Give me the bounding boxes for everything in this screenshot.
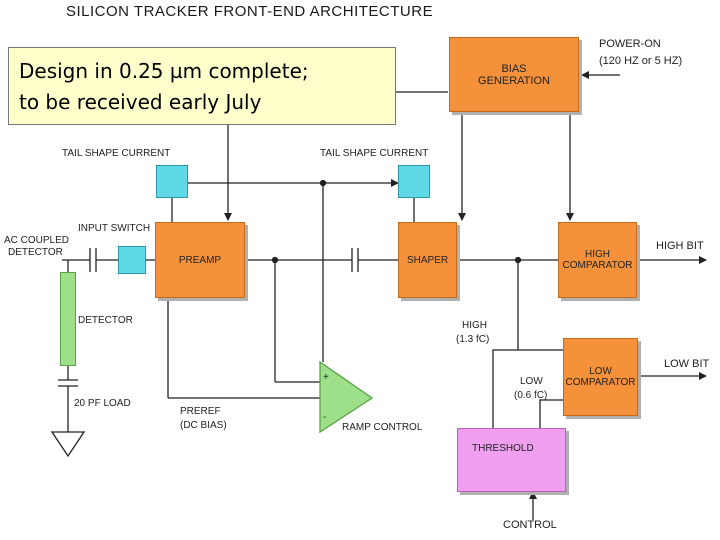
status-note: Design in 0.25 µm complete; to be receiv…: [8, 47, 396, 125]
low-charge-label: (0.6 fC): [514, 390, 548, 401]
minus-sign: -: [323, 412, 327, 423]
shaper-block: SHAPER: [398, 222, 457, 298]
tail-shape-source-left: [156, 165, 188, 198]
ramp-amp-triangle: [319, 360, 374, 434]
input-switch-block: [118, 246, 146, 274]
bias-generation-label: BIAS GENERATION: [478, 62, 550, 87]
high-threshold-label: HIGH: [462, 320, 487, 331]
threshold-label: THRESHOLD: [472, 443, 534, 454]
low-threshold-label: LOW: [520, 376, 543, 387]
page-title: SILICON TRACKER FRONT-END ARCHITECTURE: [66, 3, 434, 20]
ramp-control-label: RAMP CONTROL: [342, 422, 423, 433]
tail-shape-right-label: TAIL SHAPE CURRENT: [320, 148, 429, 159]
threshold-block: THRESHOLD: [457, 428, 566, 492]
shaper-label: SHAPER: [406, 254, 449, 266]
preamp-block: PREAMP: [155, 222, 245, 298]
plus-sign: +: [323, 372, 329, 383]
low-bit-label: LOW BIT: [664, 358, 710, 370]
high-bit-label: HIGH BIT: [656, 240, 704, 252]
bias-generation-block: BIAS GENERATION: [449, 37, 579, 112]
load-label: 20 PF LOAD: [74, 398, 131, 409]
power-on-freq-label: (120 HZ or 5 HZ): [599, 55, 683, 67]
tail-shape-left-label: TAIL SHAPE CURRENT: [62, 148, 171, 159]
control-label: CONTROL: [503, 519, 557, 531]
input-switch-label: INPUT SWITCH: [78, 223, 151, 234]
note-line-1: Design in 0.25 µm complete;: [19, 59, 309, 83]
tail-shape-source-right: [398, 165, 430, 198]
high-comparator-block: HIGH COMPARATOR: [558, 222, 637, 298]
detector-block: [60, 272, 76, 366]
preref-label: PREREF: [180, 406, 221, 417]
note-line-2: to be received early July: [19, 90, 262, 114]
power-on-label: POWER-ON: [599, 38, 661, 50]
ac-coupled-label: AC COUPLED: [4, 235, 70, 246]
high-comparator-label: HIGH COMPARATOR: [562, 249, 633, 271]
low-comparator-label: LOW COMPARATOR: [565, 366, 636, 388]
preamp-label: PREAMP: [178, 254, 222, 266]
detector-label: DETECTOR: [78, 315, 133, 326]
high-charge-label: (1.3 fC): [456, 334, 490, 345]
preref-dc-bias-label: (DC BIAS): [180, 420, 227, 431]
low-comparator-block: LOW COMPARATOR: [563, 338, 638, 416]
ac-coupled-detector-label: DETECTOR: [8, 247, 63, 258]
